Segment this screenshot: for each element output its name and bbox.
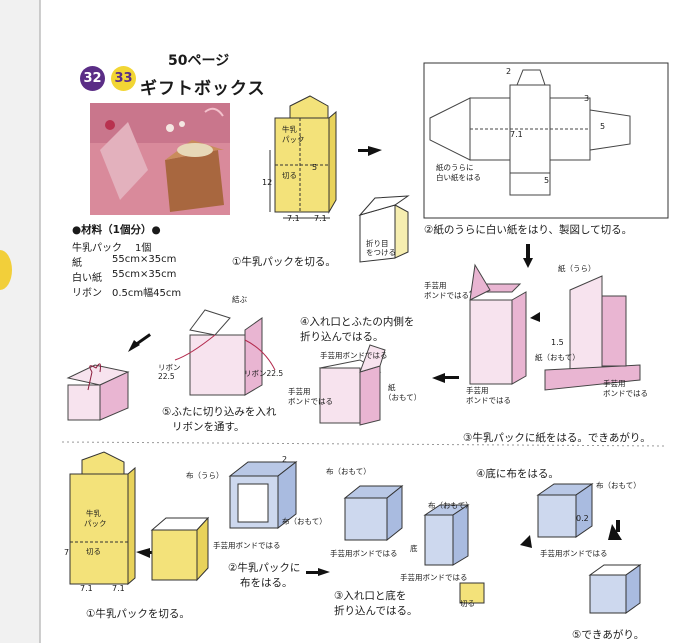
carton-with-paper [468,263,641,391]
box2-step5: ⑤できあがり。 [572,629,645,641]
box-insert-lid [318,344,386,426]
box2-step3-line1: ③入れ口と底を [334,590,407,602]
finished-gift-box [66,363,130,421]
gift-box-photo [90,103,230,215]
material-1-qty: 1個 [135,243,152,254]
glue-label-2: 手芸用ボンドではる [213,541,281,550]
glue-a-2: ボンドではる [424,291,469,300]
carton-diagram-1 [269,95,337,219]
bottom-label: 底 [410,544,418,553]
glue-label-3: 手芸用ボンドではる [330,549,398,558]
box2-step3-line2: 折り込んではる。 [334,605,418,617]
cloth-back-label: 布（うら） [186,471,224,480]
glue-b-2: ボンドではる [603,389,648,398]
material-3-qty: 55cm×35cm [112,269,177,280]
cloth-front-label-2: 布（おもて） [326,467,371,476]
carton-cut-piece [358,195,410,263]
carton-label-2a: 牛乳 [86,509,101,518]
pattern-note-2: 白い紙をはる [436,173,481,182]
page-binding-shadow [0,0,40,643]
box1-step5-line1: ⑤ふたに切り込みを入れ [162,406,277,418]
box2-step1: ①牛乳パックを切る。 [86,608,190,620]
glue-c-2: ボンドではる [466,396,511,405]
page-reference: 50ページ [168,53,230,69]
arrows [128,146,622,576]
dim-7: 7 [64,548,70,557]
glue-label-5: 手芸用ボンドではる [540,549,608,558]
materials-heading: ●材料（1個分）● [72,224,161,236]
material-3-name: 白い紙 [72,273,102,284]
material-1-name: 牛乳パック [72,243,122,254]
glue-label: 手芸用ボンドではる [320,351,388,360]
carton-label-2b: パック [84,519,107,528]
cloth-front-label-4: 布（おもて） [596,481,641,490]
box2-step4: ④底に布をはる。 [476,468,559,480]
carton-label-1b: パック [282,135,305,144]
ribbon-label-2: 22.5 [158,372,175,381]
material-4-name: リボン [72,288,102,299]
glue-a-1: 手芸用 [424,281,447,290]
box1-step2: ②紙のうらに白い紙をはり、製図して切る。 [424,224,633,236]
dim-71a: 7.1 [287,214,300,223]
dim-3: 3 [584,94,590,103]
fold-label-1: 折り目 [366,239,389,248]
glue-d-1: 手芸用 [288,387,311,396]
dim-2b: 2 [282,455,288,464]
cloth-front-label-3: 布（おもて） [428,501,473,510]
cut-label-1: 切る [282,171,297,180]
box1-step4-line1: ④入れ口とふたの内側を [300,316,415,328]
glue-b-1: 手芸用 [603,379,626,388]
paper-back-label: 紙（うら） [558,264,596,273]
box-with-ribbon-holes [174,309,276,396]
dim-02: 0.2 [576,514,589,523]
dim-5a: 5 [312,163,318,172]
page-title: ギフトボックス [140,79,266,99]
material-4-qty: 0.5cm幅45cm [112,288,182,299]
box2-step2-line1: ②牛乳パックに [228,562,301,574]
glue-c-1: 手芸用 [466,386,489,395]
cut-label-2: 切る [86,547,101,556]
paper-front-small-1: 紙 [388,383,396,392]
knot-label: 結ぶ [232,295,247,304]
box1-step4-line2: 折り込んではる。 [300,331,384,343]
carton-diagram-2 [69,451,210,586]
page-tab [0,250,12,290]
cloth-bottom [536,483,594,538]
dim-71b: 7.1 [314,214,327,223]
box1-step3: ③牛乳パックに紙をはる。できあがり。 [463,432,651,444]
cut-label-3: 切る [460,599,475,608]
dim-71e: 7.1 [112,584,125,593]
pattern-note-1: 紙のうらに [436,163,474,172]
dim-12: 12 [262,178,273,187]
dim-15a: 1.5 [551,338,564,347]
glue-label-4: 手芸用ボンドではる [400,573,468,582]
dim-71d: 7.1 [80,584,93,593]
fold-label-2: をつける [366,248,396,257]
badge-33: 33 [111,66,136,91]
badge-32: 32 [80,66,105,91]
cloth-tube [228,460,298,530]
carton-label-1a: 牛乳 [282,125,297,134]
material-2-qty: 55cm×35cm [112,254,177,265]
cloth-fold-in [343,484,485,604]
flat-pattern [423,62,669,219]
box1-step5-line2: リボンを通す。 [172,421,245,433]
box2-step2-line2: 布をはる。 [240,577,293,589]
paper-front-small-2: （おもて） [384,393,422,402]
section-divider [61,441,666,447]
glue-d-2: ボンドではる [288,397,333,406]
material-2-name: 紙 [72,258,82,269]
finished-cloth-box [588,564,642,614]
dim-71c: 7.1 [510,130,523,139]
ribbon-label-3: リボン22.5 [244,369,284,378]
paper-front-label: 紙（おもて） [535,353,580,362]
box1-step1: ①牛乳パックを切る。 [232,256,336,268]
dim-5c: 5 [544,176,550,185]
dim-2a: 2 [506,67,512,76]
ribbon-label-1: リボン [158,363,181,372]
dim-5b: 5 [600,122,606,131]
cloth-front-label: 布（おもて） [282,517,327,526]
